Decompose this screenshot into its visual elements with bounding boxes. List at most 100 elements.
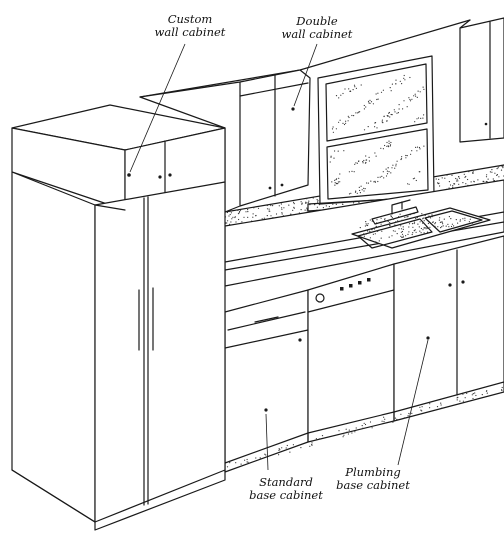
stipple-dot	[472, 172, 474, 174]
stipple-dot	[237, 209, 239, 211]
stipple-dot	[407, 183, 409, 185]
stipple-dot	[422, 229, 424, 231]
stipple-dot	[462, 400, 464, 402]
stipple-dot	[243, 216, 245, 218]
stipple-dot	[392, 230, 394, 232]
stipple-dot	[427, 222, 429, 225]
stipple-dot	[444, 177, 446, 179]
stipple-dot	[478, 168, 480, 171]
stipple-dot	[424, 214, 426, 217]
stipple-dot	[365, 223, 367, 225]
stipple-dot	[412, 226, 414, 228]
stipple-dot	[455, 177, 457, 180]
stipple-dot	[328, 206, 330, 208]
stipple-dot	[441, 407, 443, 409]
stipple-dot	[452, 186, 454, 188]
stipple-dot	[409, 100, 412, 102]
stipple-dot	[462, 182, 464, 184]
stipple-dot	[247, 216, 249, 218]
stipple-dot	[395, 79, 397, 81]
stipple-dot	[420, 227, 422, 230]
stipple-dot	[289, 451, 291, 453]
stipple-dot	[386, 224, 388, 226]
stipple-dot	[376, 127, 378, 129]
stipple-dot	[363, 235, 365, 237]
stipple-dot	[502, 167, 504, 169]
stipple-dot	[405, 154, 407, 157]
stipple-dot	[470, 181, 472, 183]
stipple-dot	[343, 434, 345, 436]
stipple-dot	[342, 436, 344, 438]
stipple-dot	[358, 186, 360, 188]
stipple-dot	[404, 216, 406, 218]
stipple-dot	[464, 397, 466, 399]
stipple-dot	[306, 207, 308, 209]
stipple-dot	[379, 229, 381, 231]
stipple-dot	[439, 221, 441, 223]
stipple-dot	[394, 224, 396, 226]
custom-wall-cabinet-label: Custom wall cabinet	[154, 12, 226, 39]
stipple-dot	[350, 192, 352, 194]
stipple-dot	[337, 183, 339, 185]
stipple-dot	[373, 228, 375, 230]
stipple-dot	[405, 157, 407, 159]
stipple-dot	[351, 114, 353, 117]
stipple-dot	[446, 174, 448, 176]
stipple-dot	[485, 180, 487, 183]
stipple-dot	[268, 208, 270, 210]
stipple-dot	[458, 183, 460, 185]
stipple-dot	[353, 84, 356, 86]
stipple-dot	[372, 103, 374, 105]
stipple-dot	[485, 176, 488, 178]
stipple-dot	[364, 225, 366, 227]
stipple-dot	[440, 227, 442, 229]
stipple-dot	[352, 89, 354, 91]
stipple-dot	[353, 171, 355, 173]
stipple-dot	[498, 176, 500, 178]
stipple-dot	[305, 201, 307, 203]
stipple-dot	[334, 182, 336, 184]
stipple-dot	[253, 207, 255, 209]
stipple-dot	[281, 447, 283, 449]
stipple-dot	[487, 178, 489, 180]
stipple-dot	[445, 225, 447, 227]
stipple-dot	[362, 161, 364, 163]
stipple-dot	[449, 184, 452, 186]
stipple-dot	[380, 223, 382, 225]
stipple-dot	[363, 104, 365, 107]
stipple-dot	[259, 457, 261, 459]
stipple-dot	[395, 83, 397, 85]
stipple-dot	[414, 121, 416, 123]
stipple-dot	[408, 226, 410, 228]
stipple-dot	[230, 221, 232, 223]
stipple-dot	[314, 204, 316, 206]
stipple-dot	[422, 218, 424, 220]
stipple-dot	[489, 171, 491, 173]
stipple-dot	[301, 202, 303, 204]
stipple-dot	[270, 215, 272, 217]
stipple-dot	[367, 223, 369, 225]
stipple-dot	[472, 393, 474, 395]
stipple-dot	[281, 212, 283, 214]
stipple-dot	[390, 90, 392, 92]
stipple-dot	[448, 216, 450, 218]
stipple-dot	[229, 213, 231, 216]
stipple-dot	[234, 216, 236, 219]
stipple-dot	[408, 183, 410, 185]
stipple-dot	[371, 229, 373, 231]
stipple-dot	[407, 415, 409, 417]
stipple-dot	[334, 184, 336, 186]
stipple-dot	[456, 399, 458, 401]
stipple-dot	[378, 225, 380, 228]
stipple-dot	[416, 217, 418, 219]
stipple-dot	[322, 207, 324, 209]
stipple-dot	[443, 218, 445, 220]
stipple-dot	[245, 211, 247, 213]
stipple-dot	[456, 180, 458, 182]
stipple-dot	[347, 433, 349, 435]
stipple-dot	[351, 170, 353, 172]
stipple-dot	[469, 218, 471, 220]
plumbing-base-cabinet-label: Plumbing base cabinet	[336, 465, 410, 492]
stipple-dot	[485, 390, 488, 392]
stipple-dot	[278, 454, 280, 456]
